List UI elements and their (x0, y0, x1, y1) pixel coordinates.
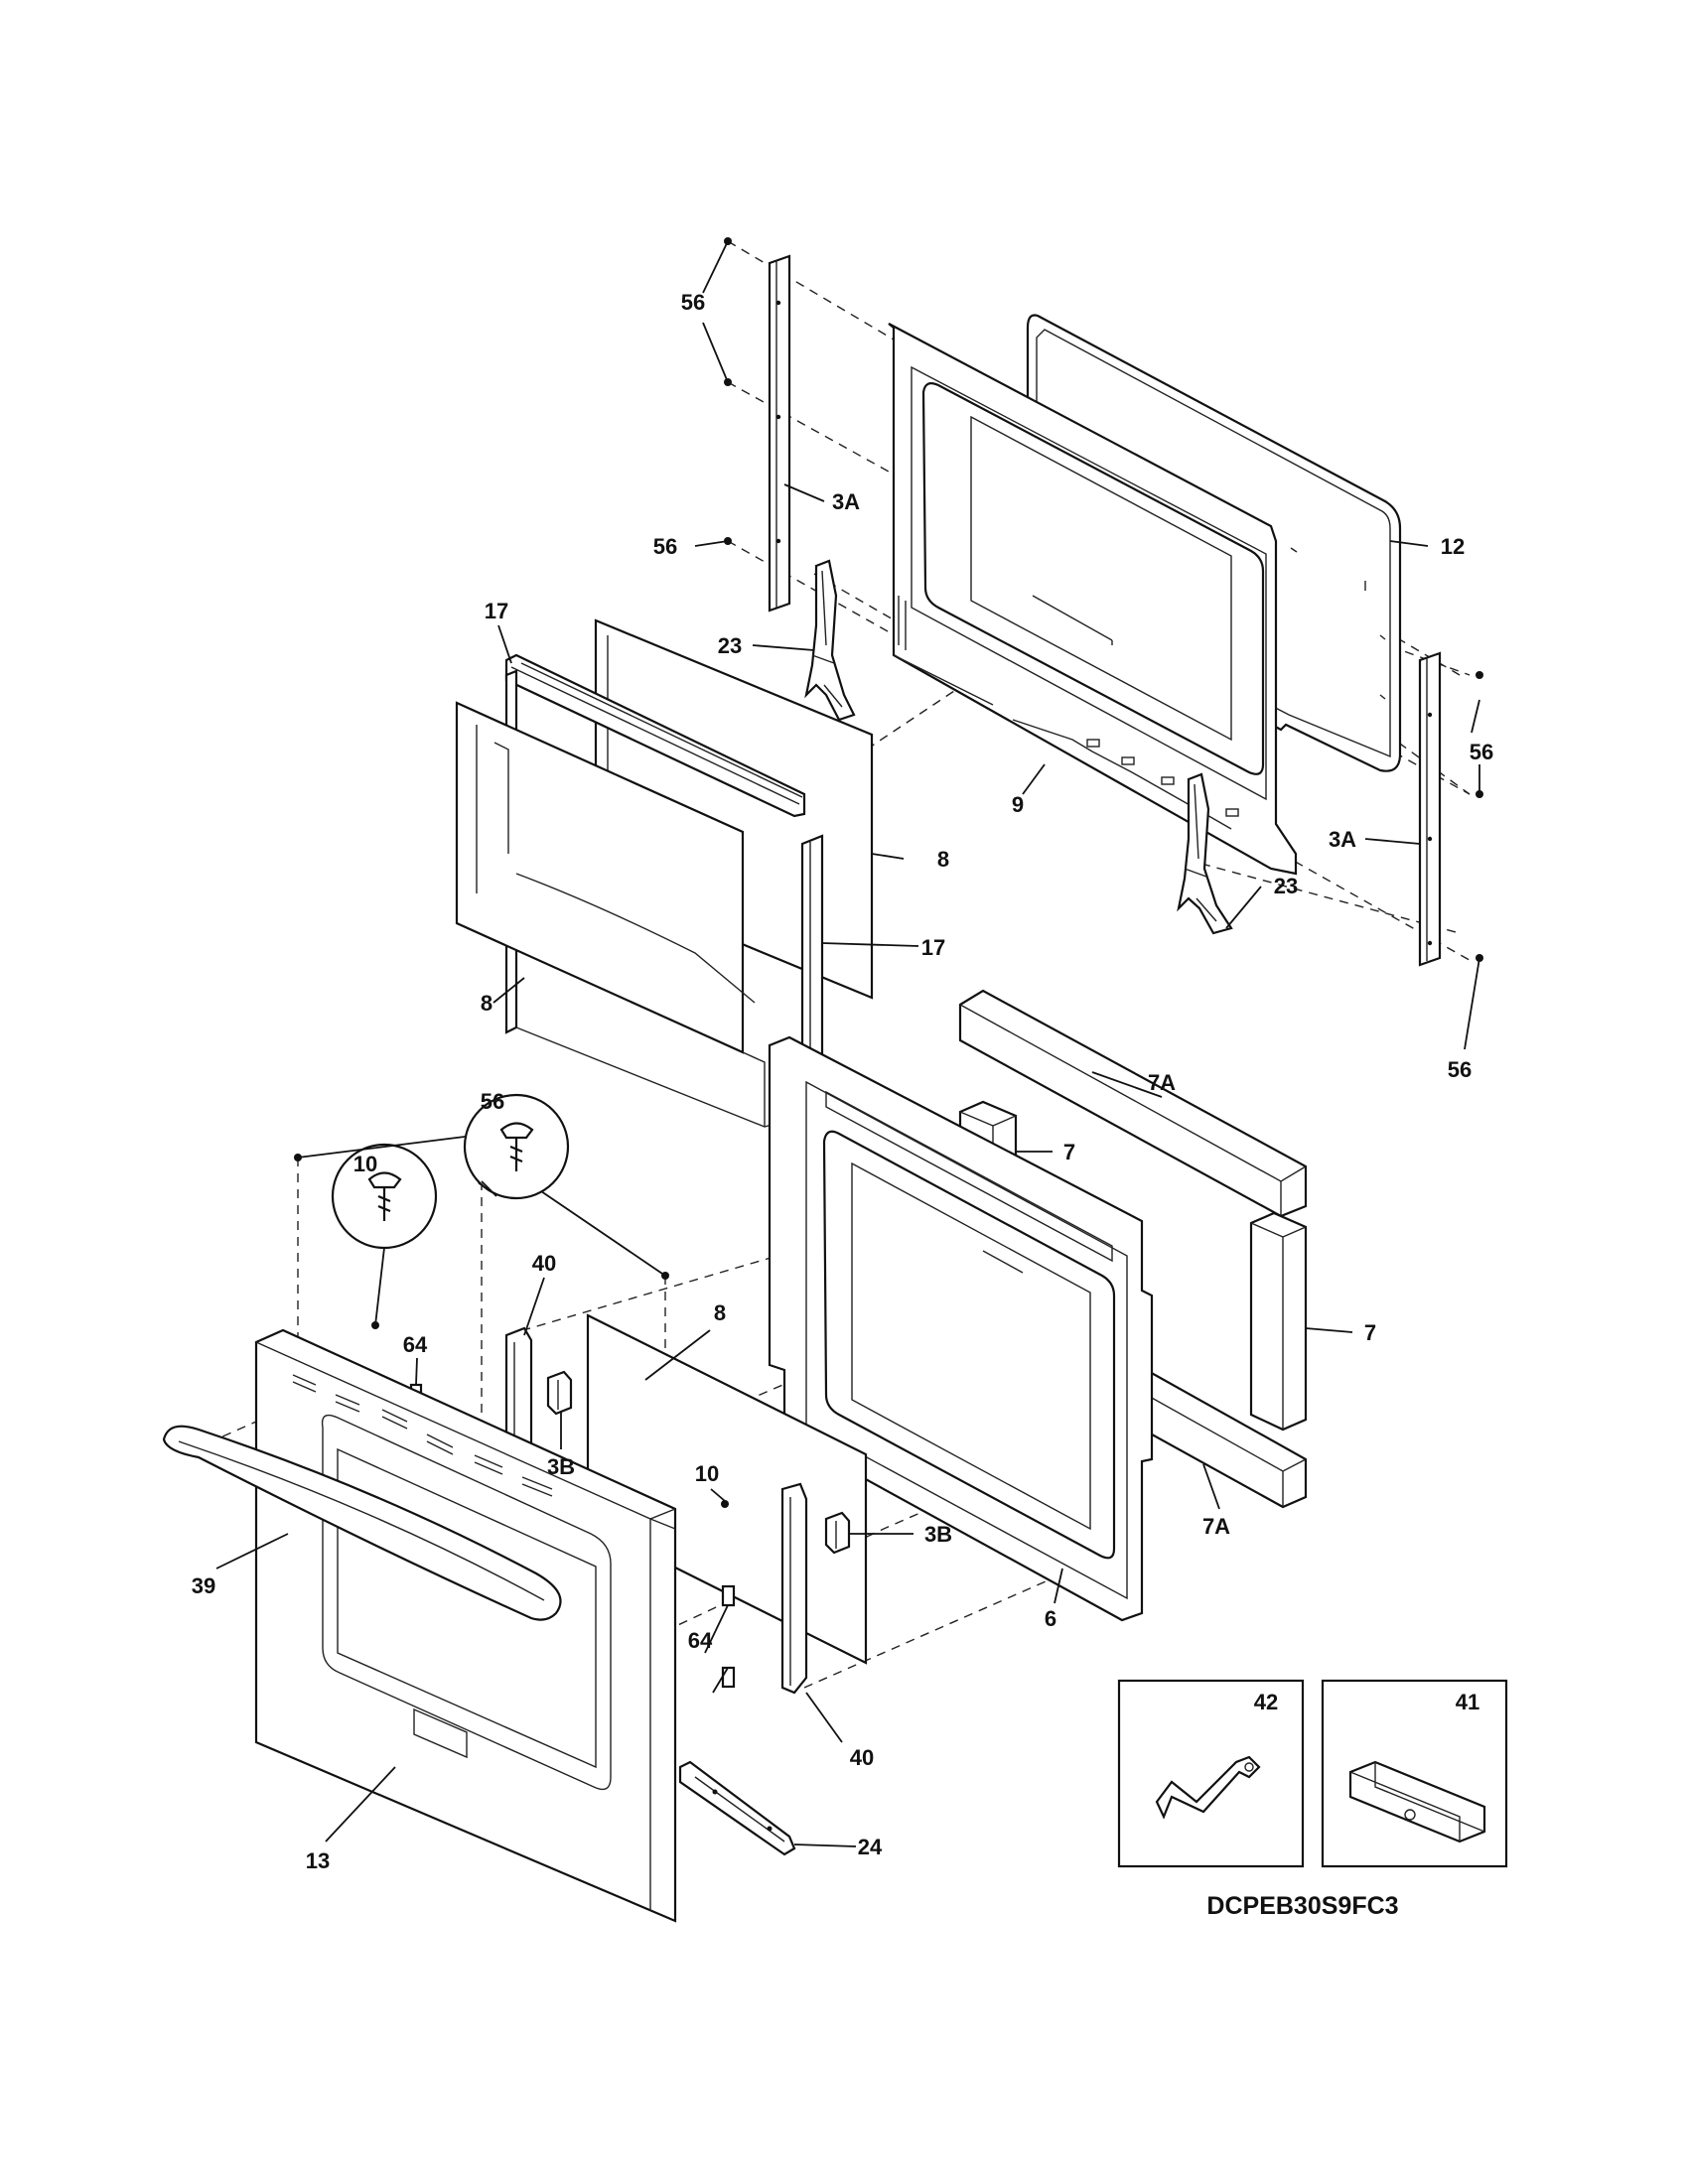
callout-8-lower: 8 (714, 1300, 726, 1325)
callout-64-bottom: 64 (688, 1628, 713, 1653)
callout-3b-right: 3B (924, 1522, 952, 1547)
callout-7-right: 7 (1364, 1320, 1376, 1345)
part-23-hinge-lower (1177, 772, 1233, 935)
model-number: DCPEB30S9FC3 (1206, 1892, 1398, 1920)
part-3b-clip-left (546, 1370, 573, 1416)
part-24-bottom-trim (678, 1760, 796, 1856)
part-39-door-handle (162, 1425, 562, 1621)
part-7a-insulation-top (958, 989, 1308, 1218)
callout-56-detail: 56 (481, 1089, 504, 1114)
inset-box-part-41 (1321, 1679, 1508, 1868)
callout-3a-left: 3A (832, 489, 860, 514)
detail-circle-10 (331, 1143, 438, 1250)
callout-64-top: 64 (403, 1332, 428, 1357)
part-7-insulation-right (1249, 1211, 1308, 1432)
detail-leaders (297, 1136, 666, 1326)
callout-7a-bottom: 7A (1202, 1514, 1230, 1539)
callout-23-lower: 23 (1274, 874, 1298, 898)
callout-7a-top: 7A (1148, 1070, 1176, 1095)
callout-40-right: 40 (850, 1745, 874, 1770)
part-3a-hinge-channel-left (768, 254, 791, 613)
callout-56-mid: 56 (653, 534, 677, 559)
callout-7-left: 7 (1063, 1140, 1075, 1164)
callout-8-upper-front: 8 (481, 991, 492, 1016)
callout-17-upper: 17 (485, 599, 508, 623)
callout-6: 6 (1045, 1606, 1056, 1631)
callout-39: 39 (192, 1573, 215, 1598)
part-23-hinge-upper (804, 559, 856, 722)
callout-leaders (215, 240, 1480, 1847)
callout-10-lower: 10 (695, 1461, 719, 1486)
callout-10-detail: 10 (353, 1152, 377, 1176)
callout-56-right: 56 (1470, 740, 1493, 764)
callout-17-side: 17 (921, 935, 945, 960)
callout-56-bottom-right: 56 (1448, 1057, 1472, 1082)
callout-40-left: 40 (532, 1251, 556, 1276)
callout-41: 41 (1456, 1690, 1479, 1714)
part-9-inner-door-frame (888, 323, 1298, 876)
callout-23-upper: 23 (718, 633, 742, 658)
callout-13: 13 (306, 1848, 330, 1873)
callout-3b-left: 3B (547, 1454, 575, 1479)
callout-12: 12 (1441, 534, 1465, 559)
callout-24: 24 (858, 1835, 883, 1859)
callout-3a-right: 3A (1329, 827, 1356, 852)
callout-56-top: 56 (681, 290, 705, 315)
callout-42: 42 (1254, 1690, 1278, 1714)
callout-8-upper-rear: 8 (937, 847, 949, 872)
part-13-outer-door-panel (254, 1328, 677, 1923)
callout-labels: 56 3A 56 12 17 23 9 8 56 3A 17 23 8 56 7… (192, 290, 1493, 1873)
inset-box-part-42 (1117, 1679, 1305, 1868)
part-40-bracket-right (780, 1482, 808, 1695)
detail-circle-56 (463, 1093, 570, 1200)
part-3b-clip-right (824, 1511, 851, 1555)
part-3a-hinge-channel-right (1418, 651, 1442, 967)
callout-9: 9 (1012, 792, 1024, 817)
